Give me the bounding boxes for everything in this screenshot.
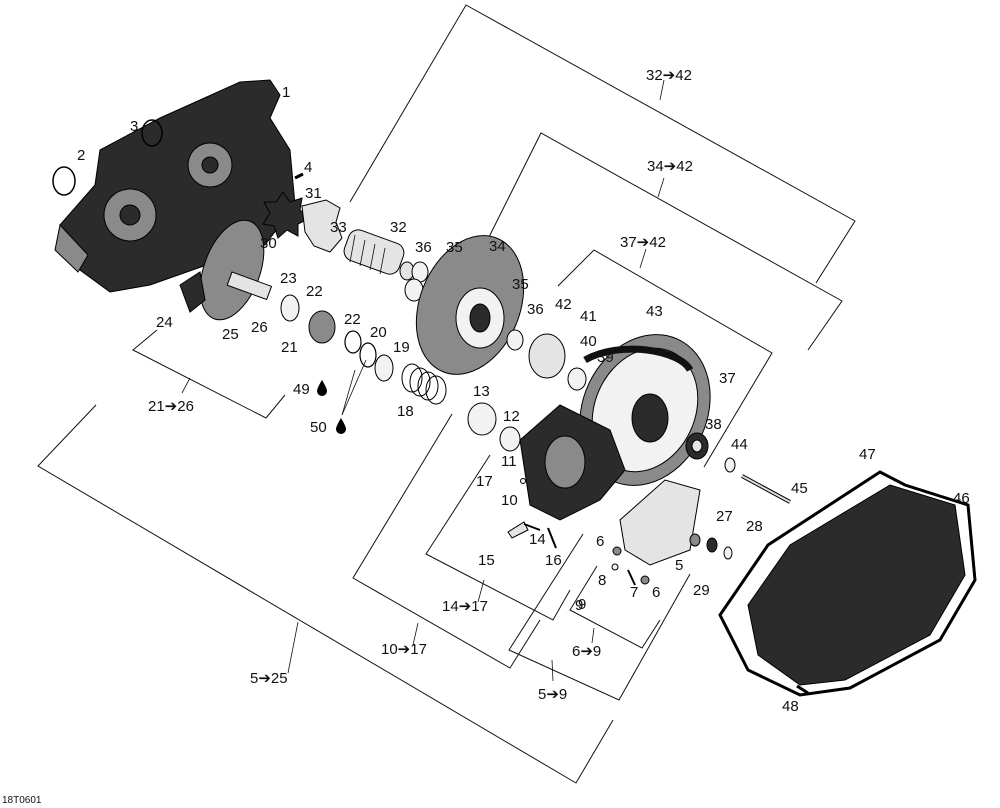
group-label-37-42: 37➔42 [620,234,666,251]
group-label-32-42: 32➔42 [646,67,692,84]
group-label-34-42: 34➔42 [647,158,693,175]
callout-31: 31 [305,185,322,202]
parts [52,79,977,697]
group-label-6-9: 6➔9 [572,643,601,660]
callout-18: 18 [397,403,414,420]
callout-16: 16 [545,552,562,569]
callout-9b: 9 [575,597,583,614]
callout-19: 19 [393,339,410,356]
callout-14: 14 [529,531,546,548]
callout-13: 13 [473,383,490,400]
callout-46: 46 [953,490,970,507]
callout-47: 47 [859,446,876,463]
group-label-10-17: 10➔17 [381,641,427,658]
callout-23: 23 [280,270,297,287]
callout-50: 50 [310,419,327,436]
spring-33 [343,229,405,275]
callout-8: 8 [598,572,606,589]
callout-27: 27 [716,508,733,525]
callout-32: 32 [390,219,407,236]
bracket-34-42 [479,132,843,351]
callout-2: 2 [77,147,85,164]
spring-18 [401,363,447,405]
outer-cover-part [718,470,977,697]
callout-48: 48 [782,698,799,715]
oil-drop-icon [317,380,327,396]
callout-7: 7 [630,584,638,601]
group-label-21-26: 21➔26 [148,398,194,415]
callout-43: 43 [646,303,663,320]
spider-part [301,199,343,253]
callout-28: 28 [746,518,763,535]
callout-45: 45 [791,480,808,497]
callout-34: 34 [489,238,506,255]
callout-21: 21 [281,339,298,356]
figure-reference: 18T0601 [2,795,42,806]
callout-30: 30 [260,235,277,252]
oil-drop-icon [336,418,346,434]
ring-41 [528,333,566,379]
callout-6b: 6 [652,584,660,601]
callout-10: 10 [501,492,518,509]
callout-37: 37 [719,370,736,387]
bracket-32-42 [349,4,856,284]
o-ring-2 [52,166,76,196]
callout-22b: 22 [344,311,361,328]
callout-44: 44 [731,436,748,453]
callout-1: 1 [282,84,290,101]
bracket-5-9 [508,533,691,701]
star-part [262,191,311,239]
o-ring-3 [141,119,163,147]
callout-5: 5 [675,557,683,574]
callout-26: 26 [251,319,268,336]
bracket-14-17 [425,454,571,621]
group-label-5-25: 5➔25 [250,670,288,687]
movable-sheave-part [415,235,525,375]
group-label-5-9: 5➔9 [538,686,567,703]
bracket-5-25 [37,404,614,784]
bracket-21-26 [132,329,286,419]
bushing-21 [308,310,336,344]
callout-38: 38 [705,416,722,433]
callout-6a: 6 [596,533,604,550]
callout-39: 39 [597,349,614,366]
group-brackets [37,4,856,784]
group-labels: 32➔42 34➔42 37➔42 21➔26 14➔17 10➔17 6➔9 … [148,67,693,703]
callout-17: 17 [476,473,493,490]
belt-part [583,345,694,373]
callout-35a: 35 [446,239,463,256]
callout-33: 33 [330,219,347,236]
callout-15: 15 [478,552,495,569]
callout-22a: 22 [306,283,323,300]
callout-41: 41 [580,308,597,325]
group-label-14-17: 14➔17 [442,598,488,615]
callout-4: 4 [304,159,312,176]
callout-40: 40 [580,333,597,350]
bracket-10-17 [352,413,541,669]
fixed-sheave-part [179,219,273,321]
callout-20: 20 [370,324,387,341]
callout-35b: 35 [512,276,529,293]
callout-12: 12 [503,408,520,425]
callout-29: 29 [693,582,710,599]
callout-42: 42 [555,296,572,313]
cam-part [619,479,701,566]
callouts: 1 2 3 4 5 6 6 7 8 9 9 10 11 12 13 14 15 … [77,84,970,715]
callout-36a: 36 [415,239,432,256]
callout-36b: 36 [527,301,544,318]
bracket-37-42 [557,249,773,468]
callout-3: 3 [130,118,138,135]
callout-9a: 9 [578,596,586,613]
callout-25: 25 [222,326,239,343]
callout-11: 11 [501,453,517,470]
callout-49: 49 [293,381,310,398]
bracket-6-9 [569,565,661,649]
callout-24: 24 [156,314,173,331]
